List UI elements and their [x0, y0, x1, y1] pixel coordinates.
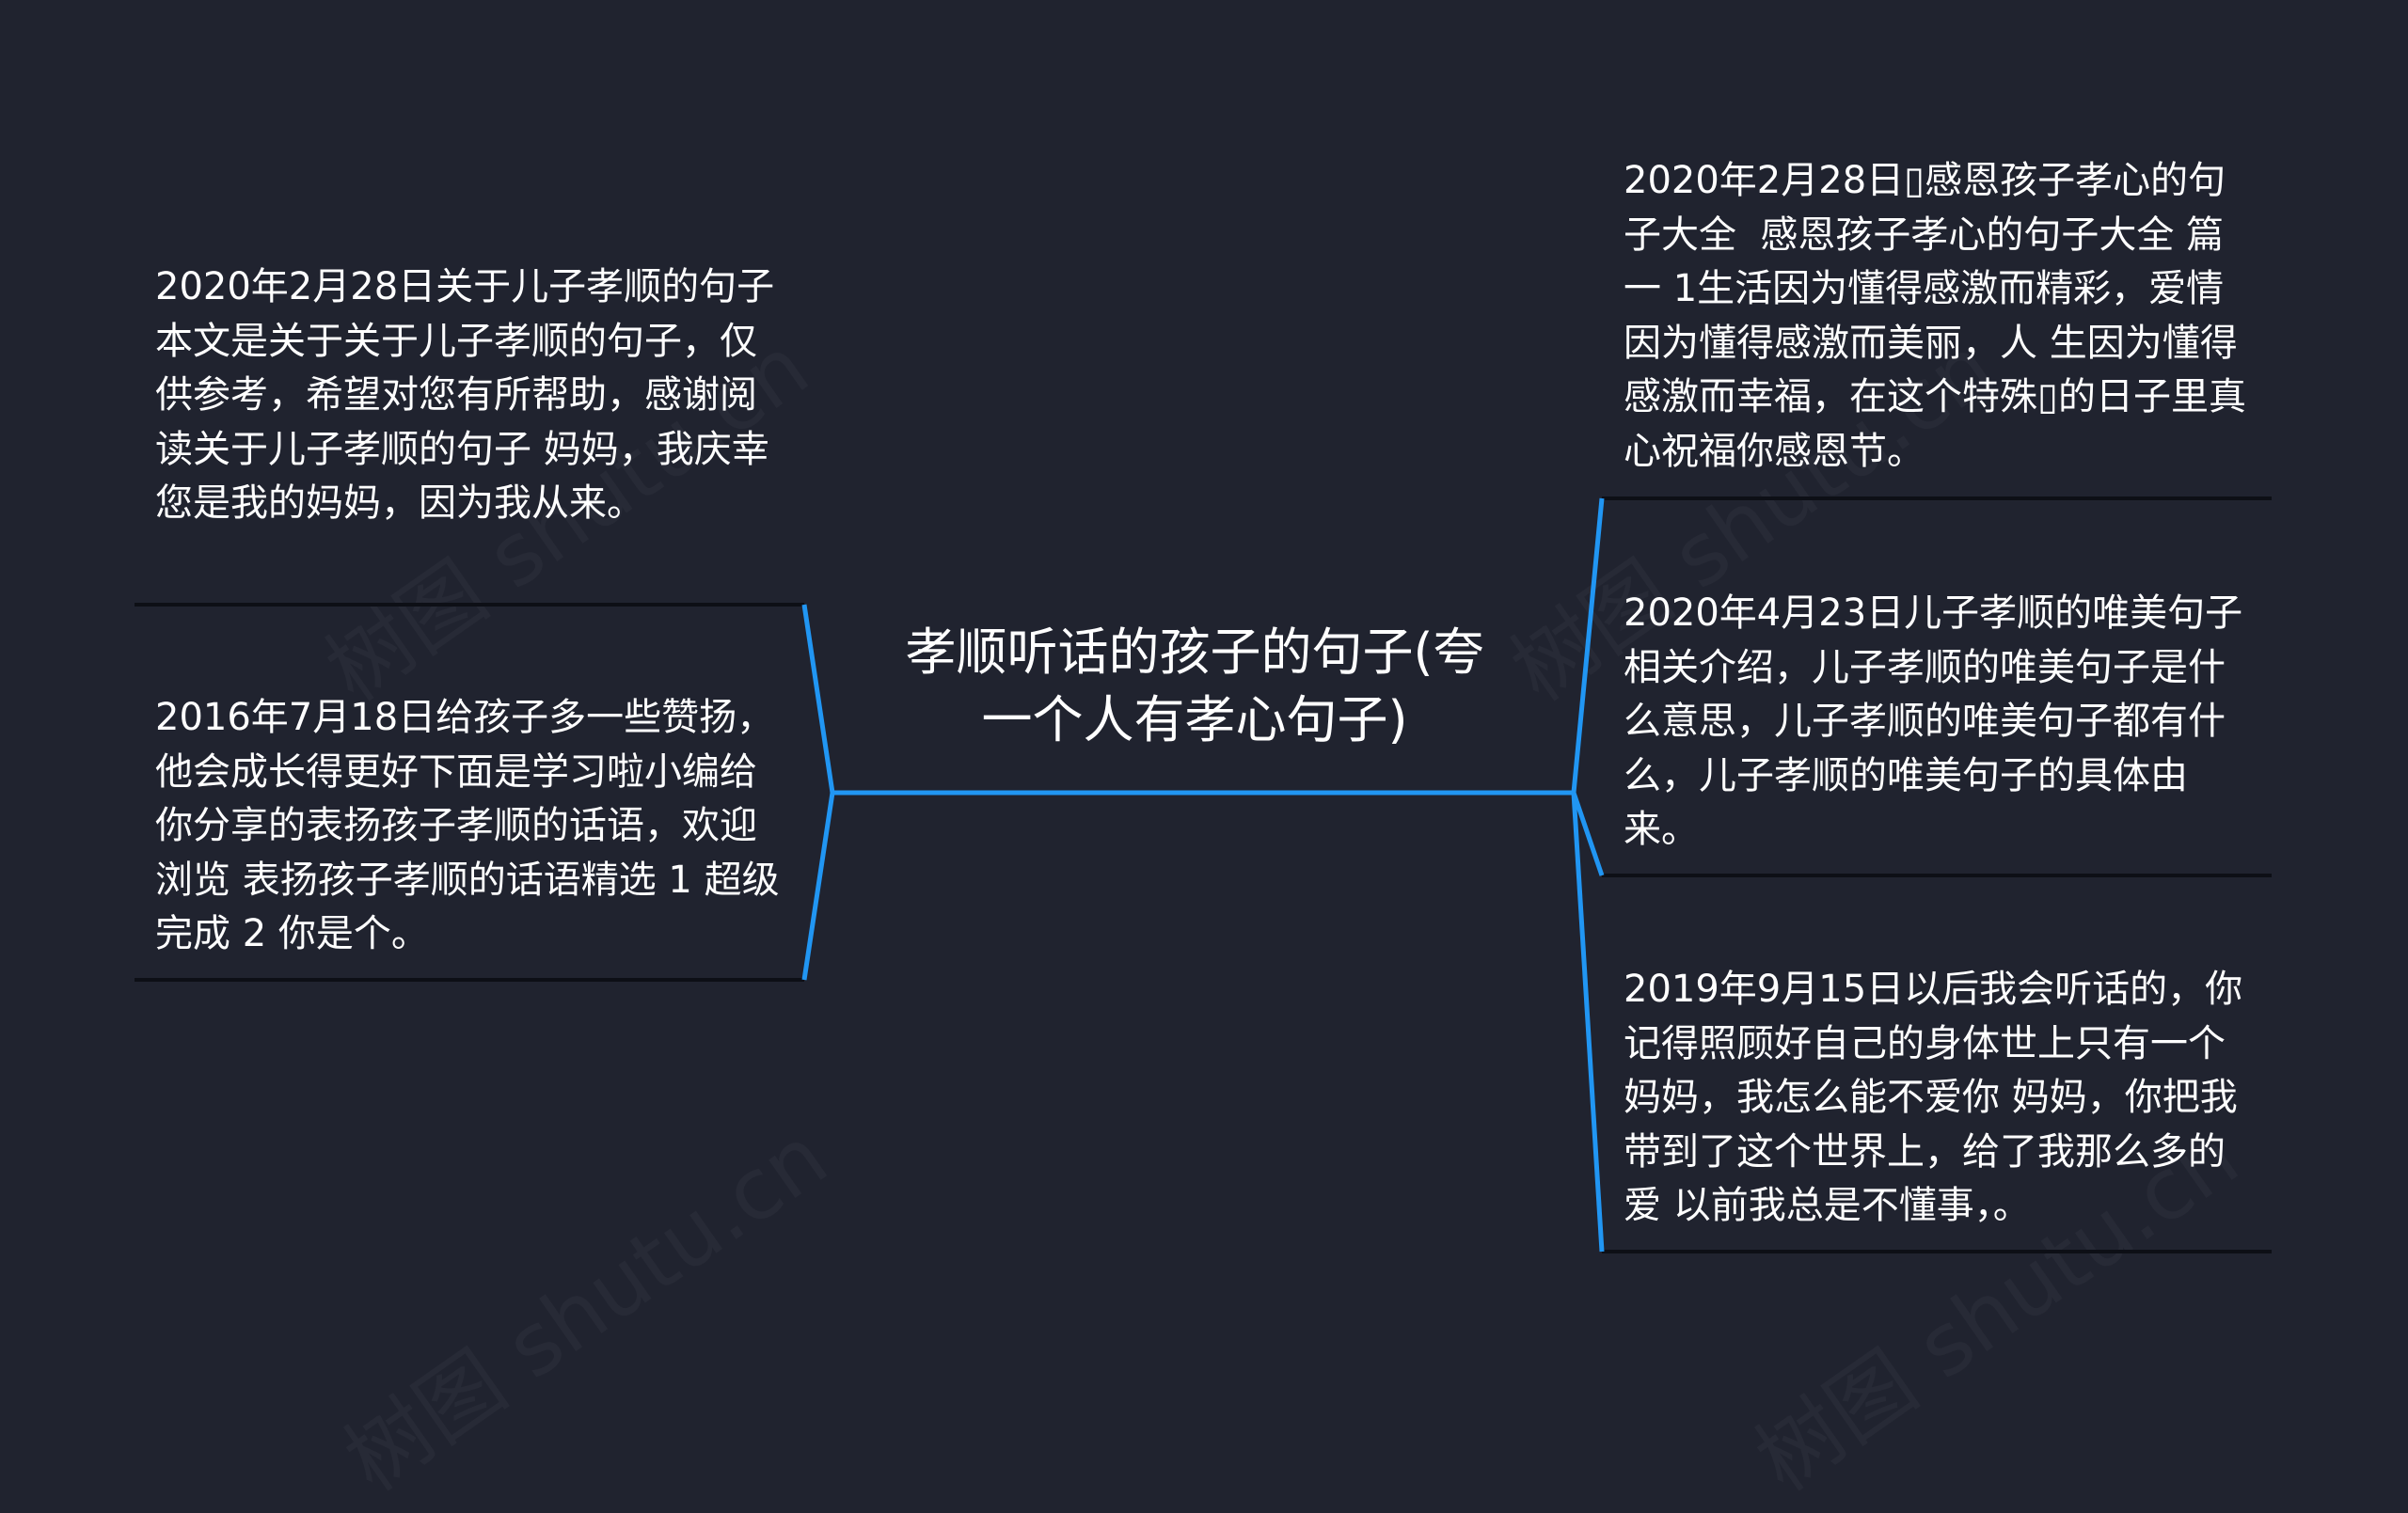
right-connector-1	[1571, 497, 1605, 794]
left-connector-2	[801, 792, 835, 981]
central-topic[interactable]: 孝顺听话的孩子的句子(夸 一个人有孝心句子)	[905, 623, 1484, 749]
right-node-3[interactable]: 2019年9月15日以后我会听话的，你记得照顾好自己的身体世上只有一个妈妈，我怎…	[1624, 968, 2243, 1227]
left-node-2[interactable]: 2016年7月18日给孩子多一些赞扬，他会成长得更好下面是学习啦小编给你分享的表…	[155, 696, 780, 955]
right-connector-2	[1571, 792, 1605, 876]
right-node-1[interactable]: 2020年2月28日▯感恩孩子孝心的句子大全 感恩孩子孝心的句子大全 篇一 1生…	[1624, 159, 2247, 473]
left-node-1[interactable]: 2020年2月28日关于儿子孝顺的句子本文是关于关于儿子孝顺的句子，仅供参考，希…	[155, 265, 775, 525]
left-connector-1	[801, 604, 835, 794]
right-node-2[interactable]: 2020年4月23日儿子孝顺的唯美句子相关介绍，儿子孝顺的唯美句子是什么意思，儿…	[1624, 591, 2243, 851]
right-connector-3	[1571, 792, 1605, 1253]
mind-map-canvas: 树图 shutu.cn 树图 shutu.cn 树图 shutu.cn 树图 s…	[135, 159, 2272, 1253]
connector-lines	[135, 496, 2272, 1253]
